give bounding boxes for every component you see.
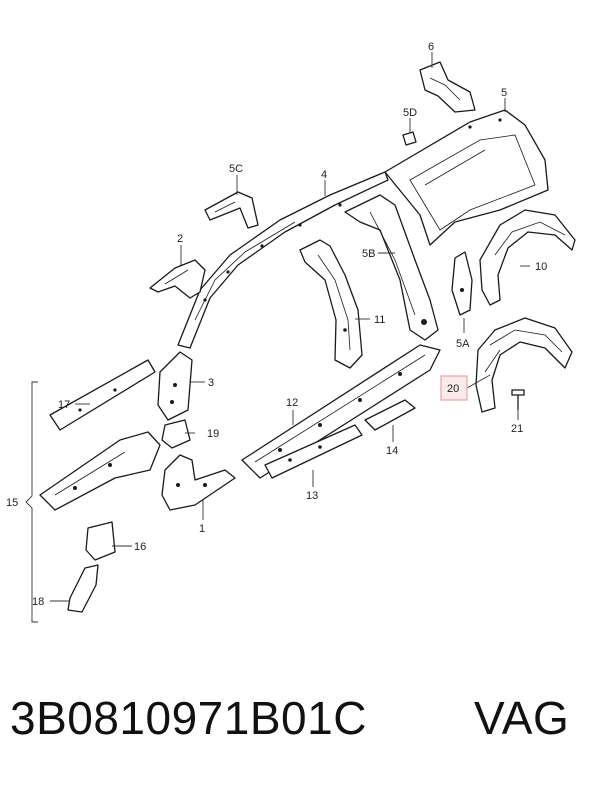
- part-16-bracket: [85, 521, 116, 561]
- caption: 3B0810971B01C VAG: [0, 688, 600, 758]
- callout-2: 2: [177, 233, 183, 245]
- callout-5C: 5C: [229, 163, 243, 175]
- part-5B-c-pillar: [344, 194, 439, 341]
- part-14-bracket: [364, 399, 416, 431]
- callout-14: 14: [386, 445, 398, 457]
- part-11-b-pillar: [299, 239, 363, 369]
- callout-5: 5: [501, 87, 507, 99]
- callout-19: 19: [207, 428, 219, 440]
- part-20-wheel-liner: [475, 317, 573, 413]
- callout-10: 10: [535, 261, 547, 273]
- callout-21: 21: [511, 423, 523, 435]
- callout-12: 12: [286, 397, 298, 409]
- callout-5D: 5D: [403, 107, 417, 119]
- callout-16: 16: [134, 541, 146, 553]
- callout-20-highlight: [440, 375, 468, 401]
- group-15-bracket: [25, 381, 38, 623]
- callout-17: 17: [58, 399, 70, 411]
- part-15-longitudinal: [39, 431, 161, 511]
- callout-labels: 6 5 5D 5C 4 2 5B 10 11 5A 3 20 12 17 21 …: [6, 41, 547, 608]
- part-5C-bracket: [204, 191, 259, 229]
- callout-20: 20: [447, 383, 459, 395]
- part-2-bracket: [149, 259, 206, 299]
- part-number: 3B0810971B01C: [10, 692, 367, 744]
- callout-11: 11: [374, 314, 385, 326]
- callout-5A: 5A: [456, 338, 470, 350]
- callout-5B: 5B: [362, 248, 375, 260]
- part-1-pillar-base: [161, 454, 236, 511]
- part-3-pillar: [157, 351, 193, 421]
- part-18-bracket: [67, 564, 99, 613]
- part-6-bracket: [419, 61, 476, 113]
- leader-lines: [50, 52, 530, 602]
- part-21-screw: [511, 389, 525, 410]
- callout-15: 15: [6, 497, 18, 509]
- part-10-wheel-arch: [479, 209, 576, 306]
- part-4-roof-rail: [177, 171, 389, 349]
- part-17-member: [49, 359, 156, 431]
- parts-diagram: 6 5 5D 5C 4 2 5B 10 11 5A 3 20 12 17 21 …: [6, 41, 576, 623]
- part-13-sill-lower: [264, 424, 363, 479]
- part-5A-bracket: [451, 251, 473, 316]
- part-19-clip: [161, 419, 191, 449]
- part-5D-clip: [402, 131, 417, 146]
- callout-18: 18: [32, 596, 44, 608]
- callout-13: 13: [306, 490, 318, 502]
- part-5-rear-frame: [384, 109, 549, 246]
- part-12-sill: [241, 344, 441, 479]
- callout-6: 6: [428, 41, 434, 53]
- callout-4: 4: [321, 169, 327, 181]
- callout-3: 3: [208, 377, 214, 389]
- brand-name: VAG: [474, 692, 570, 744]
- callout-1: 1: [199, 523, 205, 535]
